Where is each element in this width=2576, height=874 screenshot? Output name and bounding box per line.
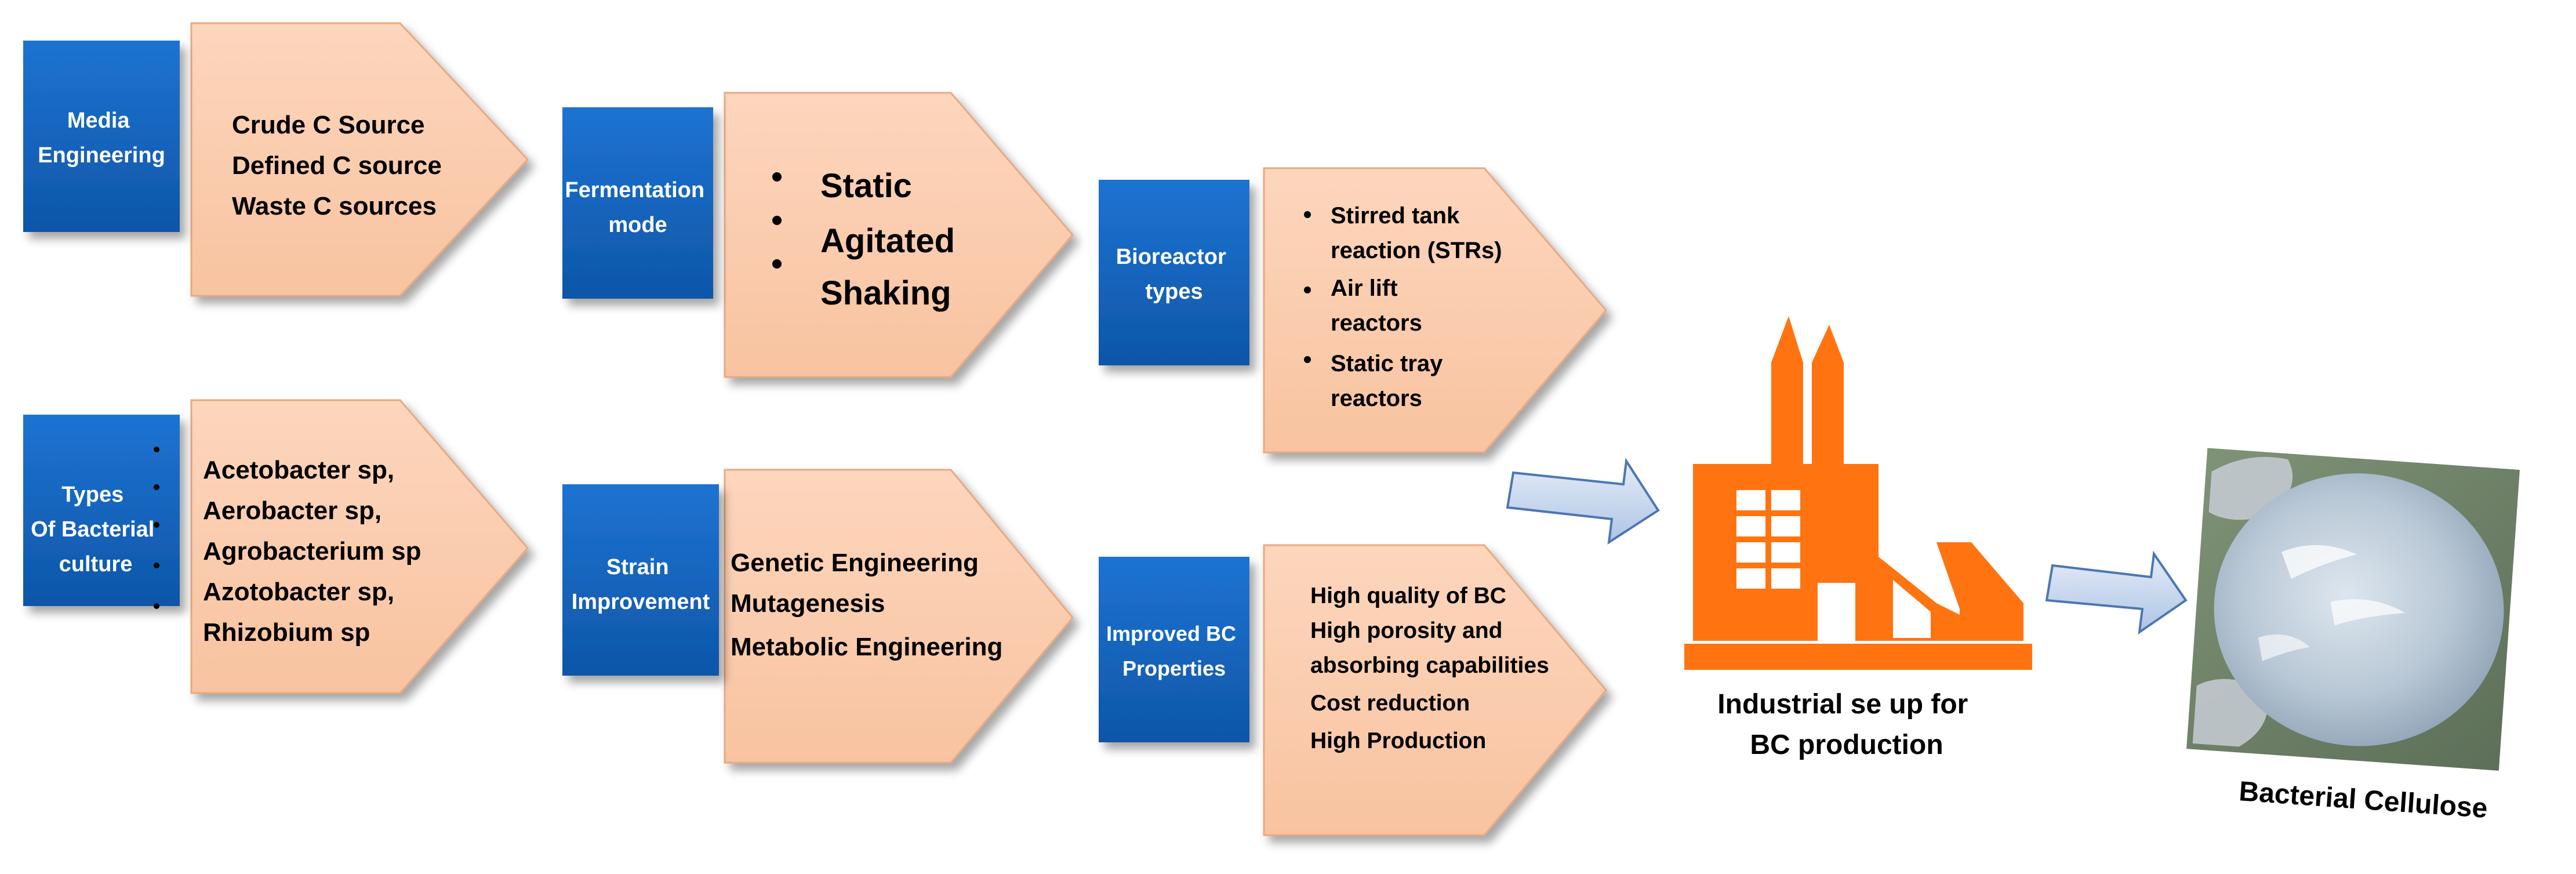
list-item: High porosity and <box>1310 618 1503 643</box>
label-box-fermentation-mode <box>562 107 713 299</box>
arrow-bacterial-culture <box>190 399 529 694</box>
factory-caption-line: BC production <box>1750 730 1943 760</box>
cellulose-caption: Bacterial Cellulose <box>2238 776 2488 824</box>
factory-caption: Industrial se up for BC production <box>1717 689 1975 760</box>
label-box-media-engineering <box>23 41 180 232</box>
arrow-improved-bc-properties <box>1263 544 1607 836</box>
svg-text:Strain Improvement: Strain Improvement <box>572 555 710 614</box>
label-box-bioreactor-types <box>1099 180 1249 365</box>
title-line: Improved BC <box>1106 622 1236 645</box>
list-item: Cost reduction <box>1310 691 1470 716</box>
title-line: culture <box>59 552 133 576</box>
arrow-strain-improvement <box>724 469 1074 764</box>
list-item: Azotobacter sp, <box>203 578 394 606</box>
title-line: Types <box>61 483 123 507</box>
list-item: Static tray <box>1331 351 1443 376</box>
svg-text:Crude C Source Defined: Crude C Source Defined C source Waste C … <box>232 111 449 220</box>
bullet <box>772 172 782 182</box>
factory-caption-line: Industrial se up for <box>1717 689 1968 720</box>
flow-arrow-to-cellulose <box>2045 550 2188 635</box>
list-item: Agrobacterium sp <box>203 537 422 565</box>
bullet <box>154 522 159 528</box>
list-item: Agitated <box>820 222 955 260</box>
module-bioreactor-types: Bioreactor types Stirred tank reaction (… <box>1099 167 1607 454</box>
label-box-improved-bc-properties <box>1099 557 1249 742</box>
title-line: Of Bacterial <box>31 517 154 542</box>
list-item: Defined C source <box>232 151 442 180</box>
list-item: Aerobacter sp, <box>203 496 382 525</box>
list-item: Waste C sources <box>232 192 437 220</box>
title-line: Engineering <box>38 143 165 168</box>
list-item: Acetobacter sp, <box>203 456 394 484</box>
module-media-engineering: Media Engineering Crude C Source Defined… <box>23 22 529 297</box>
list-item: Metabolic Engineering <box>731 633 1002 661</box>
module-improved-bc-properties: Improved BC Properties High quality of B… <box>1099 544 1607 836</box>
list-item: Rhizobium sp <box>203 618 370 647</box>
title-line: Fermentation <box>565 178 704 202</box>
list-item: High quality of BC <box>1310 583 1506 608</box>
list-item: Shaking <box>820 274 951 312</box>
module-strain-improvement: Strain Improvement Genetic Engineering M… <box>562 469 1074 764</box>
svg-text:Static Agitated Sh: Static Agitated Shaking <box>820 167 964 312</box>
bacterial-cellulose-photo <box>2186 448 2520 771</box>
title-line: Media <box>67 108 130 133</box>
bullet <box>154 484 159 490</box>
title-line: Properties <box>1122 657 1226 680</box>
factory-icon <box>1684 316 2032 670</box>
module-fermentation-mode: Fermentation mode Static Agitated Shakin… <box>562 92 1074 378</box>
bullet <box>1304 211 1311 218</box>
svg-text:Fermentation mode: Fermentation mode <box>565 178 710 237</box>
svg-text:Stirred tank reaction (S: Stirred tank reaction (STRs) Air lift re… <box>1331 203 1509 411</box>
title-line: mode <box>608 213 667 237</box>
list-item: reactors <box>1331 386 1422 411</box>
list-item: Crude C Source <box>232 111 425 139</box>
list-item: reactors <box>1331 310 1422 336</box>
title-line: Bioreactor <box>1116 245 1226 269</box>
svg-text:Media Engineering: Media Engineering <box>38 108 165 168</box>
title-line: Strain <box>606 555 669 579</box>
svg-text:Acetobacter sp, Aerobact: Acetobacter sp, Aerobacter sp, Agrobacte… <box>203 456 428 647</box>
label-box-strain-improvement <box>562 484 719 676</box>
list-item: High Production <box>1310 728 1486 753</box>
list-item: absorbing capabilities <box>1310 653 1549 678</box>
bullet <box>154 447 159 452</box>
svg-text:Bioreactor types: Bioreactor types <box>1116 245 1233 304</box>
bullet <box>772 216 782 225</box>
list-item: Air lift <box>1331 275 1398 301</box>
arrow-fermentation-mode <box>724 92 1074 378</box>
list-item: reaction (STRs) <box>1331 238 1502 263</box>
title-line: Improvement <box>572 590 710 614</box>
bullet <box>1304 356 1311 363</box>
svg-text:Genetic Engineering Muta: Genetic Engineering Mutagenesis Metaboli… <box>731 549 1002 661</box>
svg-text:Types Of Bacterial: Types Of Bacterial culture <box>31 483 161 576</box>
arrow-bioreactor-types <box>1263 167 1607 454</box>
list-item: Static <box>820 167 912 205</box>
svg-text:Improved BC Properties: Improved BC Properties <box>1106 622 1242 680</box>
bullet <box>1304 287 1311 293</box>
svg-text:High quality of BC High: High quality of BC High porosity and abs… <box>1310 583 1556 753</box>
list-item: Genetic Engineering <box>731 549 979 577</box>
bullet <box>154 563 159 568</box>
bullet <box>154 603 159 609</box>
bullet <box>772 259 782 269</box>
flow-arrow-to-factory <box>1506 458 1660 545</box>
title-line: types <box>1145 280 1202 304</box>
module-bacterial-culture: Types Of Bacterial culture Acetobacter s… <box>23 399 529 694</box>
list-item: Mutagenesis <box>731 589 885 618</box>
label-box-bacterial-culture <box>23 415 180 606</box>
arrow-media-engineering <box>190 22 529 297</box>
list-item: Stirred tank <box>1331 203 1460 229</box>
